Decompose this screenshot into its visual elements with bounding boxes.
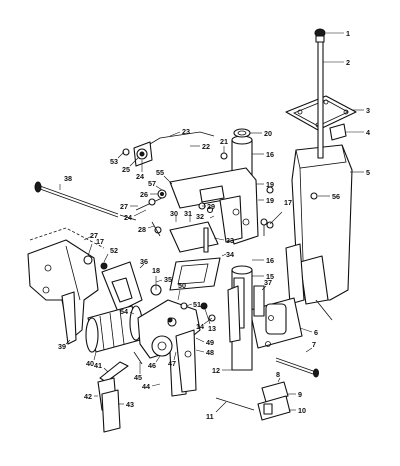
upper-link xyxy=(133,131,215,167)
swivel-bracket xyxy=(169,167,259,245)
callout-32: 32 xyxy=(196,212,204,221)
callout-13: 13 xyxy=(208,324,216,333)
callout-48: 48 xyxy=(206,348,214,357)
callout-51: 51 xyxy=(193,300,201,309)
callout-54: 54 xyxy=(120,307,128,316)
callout-3: 3 xyxy=(366,106,370,115)
callout-17b: 17 xyxy=(96,237,104,246)
callout-29: 29 xyxy=(207,202,215,211)
callout-47: 47 xyxy=(168,359,176,368)
callout-34: 34 xyxy=(226,250,234,259)
left-clamp-bracket xyxy=(27,227,105,345)
callout-41: 41 xyxy=(94,361,102,370)
callout-11: 11 xyxy=(206,412,214,421)
callout-44: 44 xyxy=(142,382,150,391)
callout-16a: 16 xyxy=(266,150,274,159)
callout-30: 30 xyxy=(170,209,178,218)
callout-26: 26 xyxy=(140,190,148,199)
callout-50: 50 xyxy=(178,281,186,290)
callout-46: 46 xyxy=(148,361,156,370)
callout-56: 56 xyxy=(332,192,340,201)
trim-lever-assembly xyxy=(151,221,221,291)
callout-24b: 24 xyxy=(124,213,132,222)
adjust-rod xyxy=(135,197,163,211)
callout-27b: 27 xyxy=(90,231,98,240)
callout-8: 8 xyxy=(276,370,280,379)
callout-19b: 19 xyxy=(266,196,274,205)
callout-28: 28 xyxy=(138,225,146,234)
callout-12: 12 xyxy=(212,366,220,375)
release-handle xyxy=(97,377,121,433)
lower-clips xyxy=(257,381,291,421)
callout-24a: 24 xyxy=(136,172,144,181)
callout-27a: 27 xyxy=(120,202,128,211)
callout-17a: 17 xyxy=(284,198,292,207)
callout-20: 20 xyxy=(264,129,272,138)
callout-2: 2 xyxy=(346,58,350,67)
callout-25: 25 xyxy=(122,165,130,174)
callout-40: 40 xyxy=(86,359,94,368)
callout-42: 42 xyxy=(84,392,92,401)
callout-22: 22 xyxy=(202,142,210,151)
callouts: 1 2 3 4 5 6 7 8 9 10 11 12 13 14 15 16 1… xyxy=(58,29,370,421)
callout-37: 37 xyxy=(264,278,272,287)
bushings xyxy=(220,128,251,160)
callout-1: 1 xyxy=(346,29,350,38)
callout-39: 39 xyxy=(58,342,66,351)
callout-16b: 16 xyxy=(266,256,274,265)
through-bolt xyxy=(34,181,137,221)
drive-shaft-housing xyxy=(285,144,353,321)
tilt-link xyxy=(83,255,143,313)
callout-5: 5 xyxy=(366,168,370,177)
callout-55: 55 xyxy=(156,168,164,177)
bracket xyxy=(329,123,347,141)
callout-15: 15 xyxy=(266,272,274,281)
callout-9: 9 xyxy=(298,390,302,399)
callout-53: 53 xyxy=(110,157,118,166)
callout-38: 38 xyxy=(64,174,72,183)
right-clamp-bracket xyxy=(137,299,201,397)
callout-49: 49 xyxy=(206,338,214,347)
link-rod xyxy=(253,285,265,317)
callout-45: 45 xyxy=(134,373,142,382)
drive-shaft xyxy=(314,28,326,159)
callout-19a: 19 xyxy=(266,180,274,189)
callout-18: 18 xyxy=(152,266,160,275)
callout-43: 43 xyxy=(126,400,134,409)
callout-4: 4 xyxy=(366,128,370,137)
callout-23: 23 xyxy=(182,127,190,136)
callout-21: 21 xyxy=(220,137,228,146)
callout-14: 14 xyxy=(196,322,204,331)
callout-6: 6 xyxy=(314,328,318,337)
callout-57: 57 xyxy=(148,179,156,188)
callout-35: 35 xyxy=(164,275,172,284)
callout-31: 31 xyxy=(184,209,192,218)
steering-column xyxy=(227,135,253,371)
callout-36: 36 xyxy=(140,257,148,266)
callout-52: 52 xyxy=(110,246,118,255)
clamp-screw xyxy=(85,305,143,353)
callout-33: 33 xyxy=(226,236,234,245)
callout-7: 7 xyxy=(312,340,316,349)
callout-10: 10 xyxy=(298,406,306,415)
